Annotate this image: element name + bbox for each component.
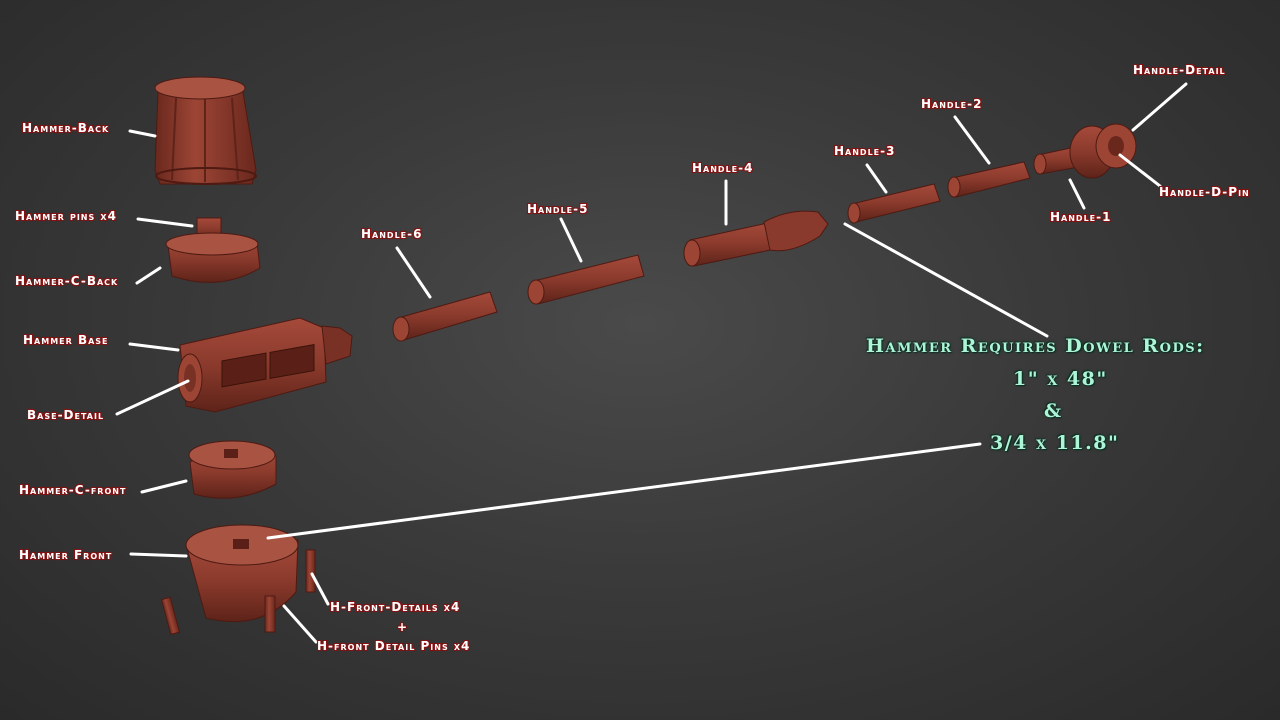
hammer-c-front-part (188, 440, 277, 499)
leader-handle-3 (865, 163, 888, 194)
handle-4-part (683, 210, 829, 267)
leader-hammer-pins (136, 217, 194, 228)
label-hammer-c-front: Hammer-C-front (19, 483, 127, 497)
leader-hammer-c-back (135, 266, 162, 285)
leader-h-front-details (310, 572, 330, 606)
leader-handle-d-pin (1118, 153, 1162, 188)
label-plus: + (397, 620, 409, 634)
leader-handle-5 (559, 217, 583, 263)
note-title: Hammer Requires Dowel Rods: (866, 335, 1205, 357)
leader-hammer-base (128, 342, 180, 352)
hammer-front-part (160, 524, 316, 636)
label-handle-detail: Handle-Detail (1133, 63, 1226, 77)
handle-2-part (947, 161, 1031, 198)
leader-handle-detail (1131, 82, 1188, 132)
handle-3-part (847, 183, 941, 224)
label-h-front-detail-pins: H-front Detail Pins x4 (317, 639, 471, 653)
leader-hammer-c-front (140, 479, 188, 494)
handle-detail-part (1069, 123, 1137, 179)
leader-h-front-pins (282, 604, 318, 644)
label-handle-4: Handle-4 (692, 161, 754, 175)
handle-5-part (527, 254, 645, 305)
note-rod-1: 1" x 48" (1013, 368, 1108, 390)
label-hammer-base: Hammer Base (23, 333, 109, 347)
leader-handle-2 (953, 115, 991, 165)
leader-lines (115, 82, 1188, 644)
label-handle-3: Handle-3 (834, 144, 896, 158)
leader-handle-1 (1068, 178, 1086, 210)
label-handle-5: Handle-5 (527, 202, 589, 216)
label-handle-1: Handle-1 (1050, 210, 1112, 224)
note-rod-2: 3/4 x 11.8" (990, 432, 1120, 454)
label-hammer-pins: Hammer pins x4 (15, 209, 117, 223)
hammer-c-back-part (165, 232, 261, 283)
leader-base-detail (115, 379, 190, 416)
label-hammer-c-back: Hammer-C-Back (15, 274, 119, 288)
label-handle-d-pin: Handle-D-Pin (1159, 185, 1250, 199)
label-hammer-back: Hammer-Back (22, 121, 110, 135)
leader-note-upper (843, 222, 1049, 338)
leader-hammer-front (129, 552, 188, 558)
hammer-back-part (154, 76, 257, 185)
handle-6-part (392, 291, 498, 342)
label-h-front-details: H-Front-Details x4 (330, 600, 461, 614)
label-base-detail: Base-Detail (27, 408, 105, 422)
label-handle-6: Handle-6 (361, 227, 423, 241)
hammer-base-part (177, 317, 353, 413)
leader-note-lower (266, 442, 982, 540)
leader-handle-6 (395, 246, 432, 299)
leader-hammer-back (128, 129, 157, 138)
label-hammer-front: Hammer Front (19, 548, 113, 562)
note-ampersand: & (1044, 400, 1063, 422)
label-handle-2: Handle-2 (921, 97, 983, 111)
